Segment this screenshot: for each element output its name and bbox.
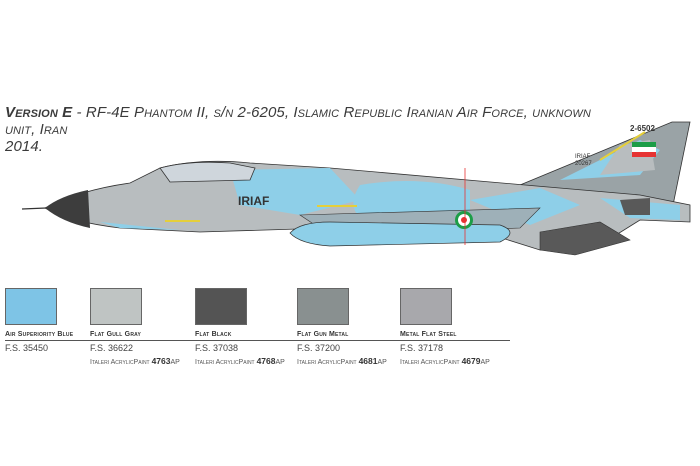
color-chip: [90, 288, 142, 325]
swatch-flat-gun-metal: Flat Gun Metal F.S. 37200 Italeri Acryli…: [297, 288, 412, 366]
swatch-flat-gull-gray: Flat Gull Gray F.S. 36622 Italeri Acryli…: [90, 288, 205, 366]
svg-text:2-6502: 2-6502: [630, 124, 655, 133]
aircraft-profile-illustration: IRIAF 2-6502 IRIAF 20267: [21, 121, 691, 256]
paint-code: Italeri AcrylicPaint 4679AP: [400, 356, 490, 366]
color-chip: [195, 288, 247, 325]
paint-code: Italeri AcrylicPaint 4681AP: [297, 356, 387, 366]
swatch-air-superiority-blue: Air Superiority Blue F.S. 35450: [5, 288, 120, 353]
svg-text:IRIAF: IRIAF: [575, 154, 591, 160]
fs-code: F.S. 37178: [400, 343, 444, 353]
svg-text:20267: 20267: [575, 161, 592, 167]
fs-code: F.S. 35450: [5, 343, 49, 353]
divider: [400, 340, 510, 341]
divider: [5, 340, 115, 341]
serial-number: 2-6205: [237, 104, 285, 121]
fuselage-marking: IRIAF: [238, 194, 269, 208]
version-label: Version E: [5, 104, 73, 121]
paint-code: Italeri AcrylicPaint 4763AP: [90, 356, 180, 366]
swatch-name: Metal Flat Steel: [400, 331, 457, 338]
fs-code: F.S. 36622: [90, 343, 134, 353]
divider: [90, 340, 200, 341]
color-chip: [400, 288, 452, 325]
fs-code: F.S. 37038: [195, 343, 239, 353]
swatch-name: Flat Black: [195, 331, 232, 338]
divider: [297, 340, 407, 341]
fs-code: F.S. 37200: [297, 343, 341, 353]
divider: [195, 340, 305, 341]
swatch-name: Air Superiority Blue: [5, 331, 74, 338]
color-chip: [5, 288, 57, 325]
paint-code: Italeri AcrylicPaint 4768AP: [195, 356, 285, 366]
swatch-name: Flat Gun Metal: [297, 331, 349, 338]
color-chip: [297, 288, 349, 325]
operator: , Islamic Republic Iranian Air Force, un…: [5, 104, 591, 138]
version-title: Version E - RF-4E Phantom II, s/n 2-6205…: [5, 104, 591, 155]
swatch-flat-black: Flat Black F.S. 37038 Italeri AcrylicPai…: [195, 288, 310, 366]
swatch-name: Flat Gull Gray: [90, 331, 142, 338]
year: 2014.: [5, 138, 44, 155]
aircraft-model: RF-4E Phantom II: [85, 104, 205, 121]
swatch-metal-flat-steel: Metal Flat Steel F.S. 37178 Italeri Acry…: [400, 288, 515, 366]
